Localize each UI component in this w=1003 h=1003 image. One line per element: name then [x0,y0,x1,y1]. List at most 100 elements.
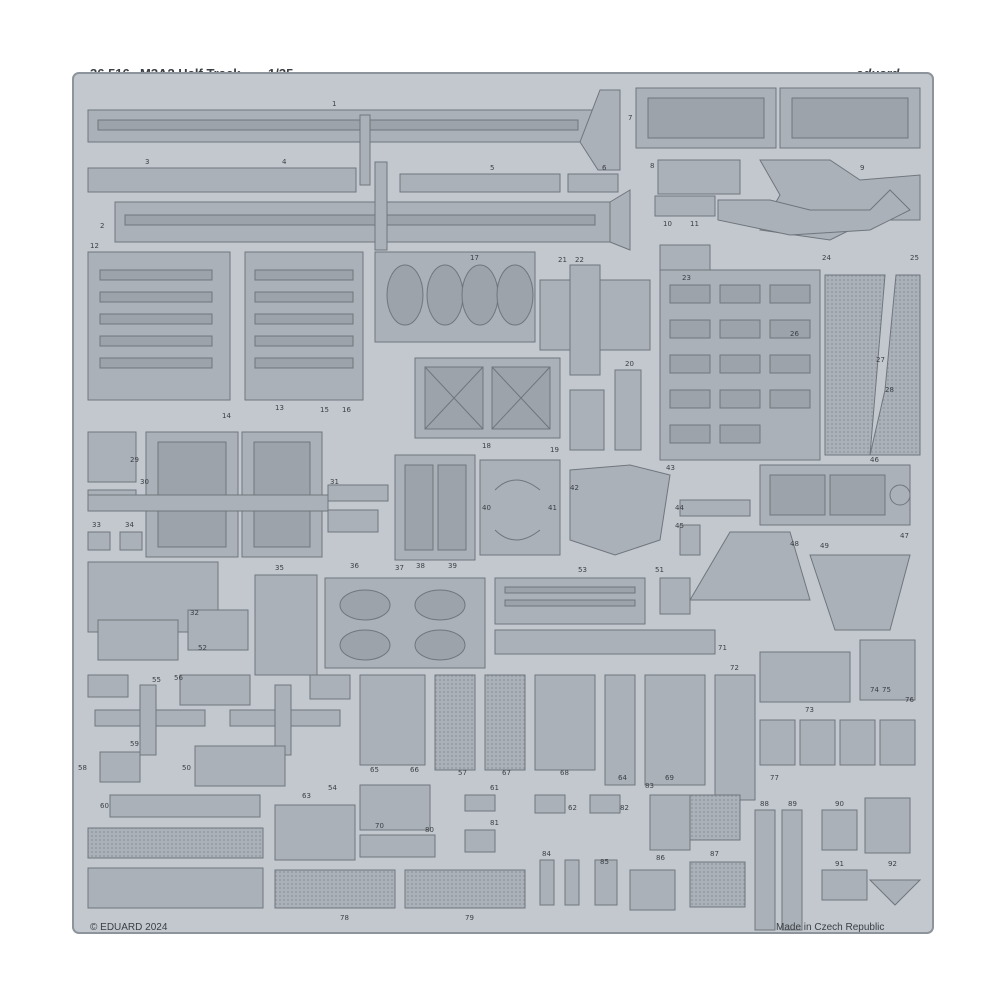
photo-etch-fret: 1 2 3 4 5 6 7 8 9 10 11 12 13 14 15 16 1… [72,72,934,934]
label-46: 46 [870,456,879,464]
label-74: 74 [870,686,879,694]
label-47: 47 [900,532,909,540]
label-1: 1 [332,100,336,108]
part-17 [374,251,536,343]
label-78: 78 [340,914,349,922]
copyright-text: © EDUARD 2024 [90,922,168,933]
label-23: 23 [682,274,691,282]
label-81: 81 [490,819,499,827]
label-9: 9 [860,164,864,172]
part-20 [569,369,642,451]
part-65 [359,674,756,801]
part-73 [759,639,916,703]
part-61 [464,794,621,853]
label-2: 2 [100,222,104,230]
part-38 [394,454,476,561]
label-55: 55 [152,676,161,684]
label-30: 30 [140,478,149,486]
label-79: 79 [465,914,474,922]
label-67: 67 [502,769,511,777]
label-64: 64 [618,774,627,782]
part-84 [539,859,676,911]
part-23 [659,244,711,271]
part-44 [679,499,751,556]
part-53 [494,577,691,625]
label-62: 62 [568,804,577,812]
part-35 [254,574,318,676]
part-18 [414,357,561,439]
label-42: 42 [570,484,579,492]
label-32: 32 [190,609,199,617]
label-43: 43 [666,464,675,472]
part-rail-2 [114,161,631,251]
label-24: 24 [822,254,831,262]
label-41: 41 [548,504,557,512]
label-12: 12 [90,242,99,250]
part-86 [649,794,746,908]
label-18: 18 [482,442,491,450]
label-29: 29 [130,456,139,464]
label-22: 22 [575,256,584,264]
part-42 [569,464,671,556]
part-54 [87,674,351,706]
part-48 [689,531,911,631]
label-20: 20 [625,360,634,368]
label-4: 4 [282,158,287,166]
label-57: 57 [458,769,467,777]
label-17: 17 [470,254,479,262]
label-26: 26 [790,330,799,338]
label-76: 76 [905,696,914,704]
part-55 [94,684,341,756]
part-number-labels: 1 2 3 4 5 6 7 8 9 10 11 12 13 14 15 16 1… [78,100,919,922]
label-39: 39 [448,562,457,570]
label-61: 61 [490,784,499,792]
label-28: 28 [885,386,894,394]
label-50: 50 [182,764,191,772]
label-82: 82 [620,804,629,812]
label-58: 58 [78,764,87,772]
part-mesh-27 [824,274,921,456]
label-83: 83 [645,782,654,790]
part-40 [479,459,561,556]
label-91: 91 [835,860,844,868]
label-44: 44 [675,504,684,512]
part-60 [109,794,261,818]
part-8 [654,159,741,217]
label-71: 71 [718,644,727,652]
label-49: 49 [820,542,829,550]
label-66: 66 [410,766,419,774]
part-79 [87,827,526,909]
label-34: 34 [125,521,134,529]
part-71 [494,629,716,655]
label-69: 69 [665,774,674,782]
label-60: 60 [100,802,109,810]
label-35: 35 [275,564,284,572]
label-8: 8 [650,162,654,170]
part-strip-3 [87,167,357,193]
label-90: 90 [835,800,844,808]
part-panel-12 [87,251,364,401]
label-65: 65 [370,766,379,774]
part-panel-30 [87,431,329,558]
label-21: 21 [558,256,567,264]
label-27: 27 [876,356,885,364]
part-77 [759,719,916,766]
part-46 [759,464,911,526]
label-86: 86 [656,854,665,862]
label-56: 56 [174,674,183,682]
label-19: 19 [550,446,559,454]
label-40: 40 [482,504,491,512]
part-small-33 [87,484,389,551]
label-25: 25 [910,254,919,262]
label-92: 92 [888,860,897,868]
label-13: 13 [275,404,284,412]
label-89: 89 [788,800,797,808]
label-51: 51 [655,566,664,574]
label-88: 88 [760,800,769,808]
label-36: 36 [350,562,359,570]
label-11: 11 [690,220,699,228]
label-68: 68 [560,769,569,777]
label-48: 48 [790,540,799,548]
label-33: 33 [92,521,101,529]
label-63: 63 [302,792,311,800]
